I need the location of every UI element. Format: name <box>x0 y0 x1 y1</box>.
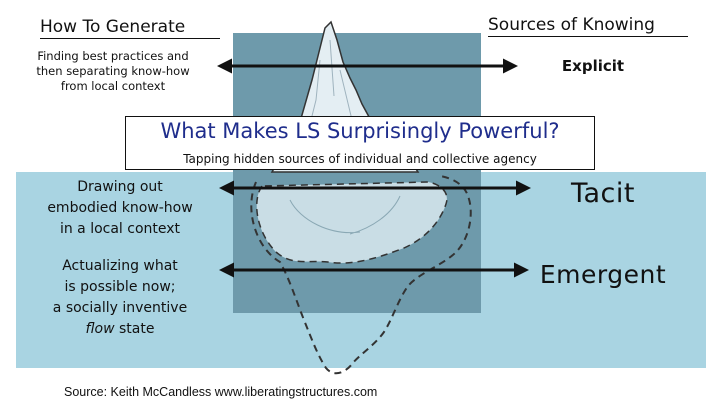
emergent-method-text: Actualizing what is possible now; a soci… <box>40 256 200 340</box>
emergent-label: Emergent <box>528 260 678 289</box>
tacit-method-text: Drawing out embodied know-how in a local… <box>40 177 200 240</box>
slide-subtitle: Tapping hidden sources of individual and… <box>125 152 595 166</box>
source-credit: Source: Keith McCandless www.liberatings… <box>64 385 377 399</box>
tacit-label: Tacit <box>548 178 658 209</box>
how-to-generate-header: How To Generate <box>40 17 220 39</box>
sources-of-knowing-header: Sources of Knowing <box>488 15 688 37</box>
slide-title: What Makes LS Surprisingly Powerful? <box>125 119 595 143</box>
explicit-method-text: Finding best practices and then separati… <box>28 49 198 94</box>
explicit-label: Explicit <box>553 57 633 75</box>
